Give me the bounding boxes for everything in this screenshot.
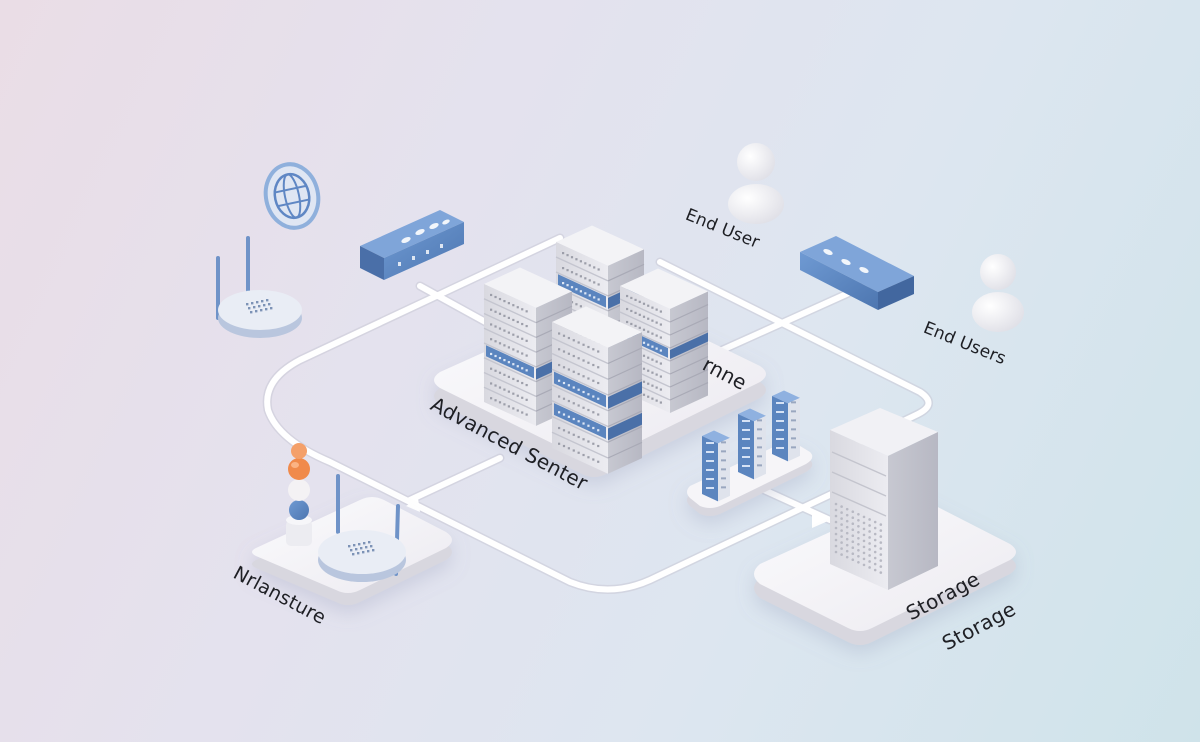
server-cluster [483,225,709,474]
mini-server [702,430,730,502]
storage-server-icon [830,408,938,590]
wifi-router-icon [216,236,302,338]
user-icon [728,143,784,224]
globe-icon [263,162,321,230]
mini-server [772,390,800,462]
wifi-router-icon [318,474,406,582]
network-switch-icon [360,210,464,280]
mini-server [738,408,766,480]
server-rack-icon [551,306,643,474]
small-server-rack-icon [702,390,800,502]
user-icon [972,254,1024,332]
signal-tower-icon [286,443,312,546]
network-switch-icon [800,236,914,310]
